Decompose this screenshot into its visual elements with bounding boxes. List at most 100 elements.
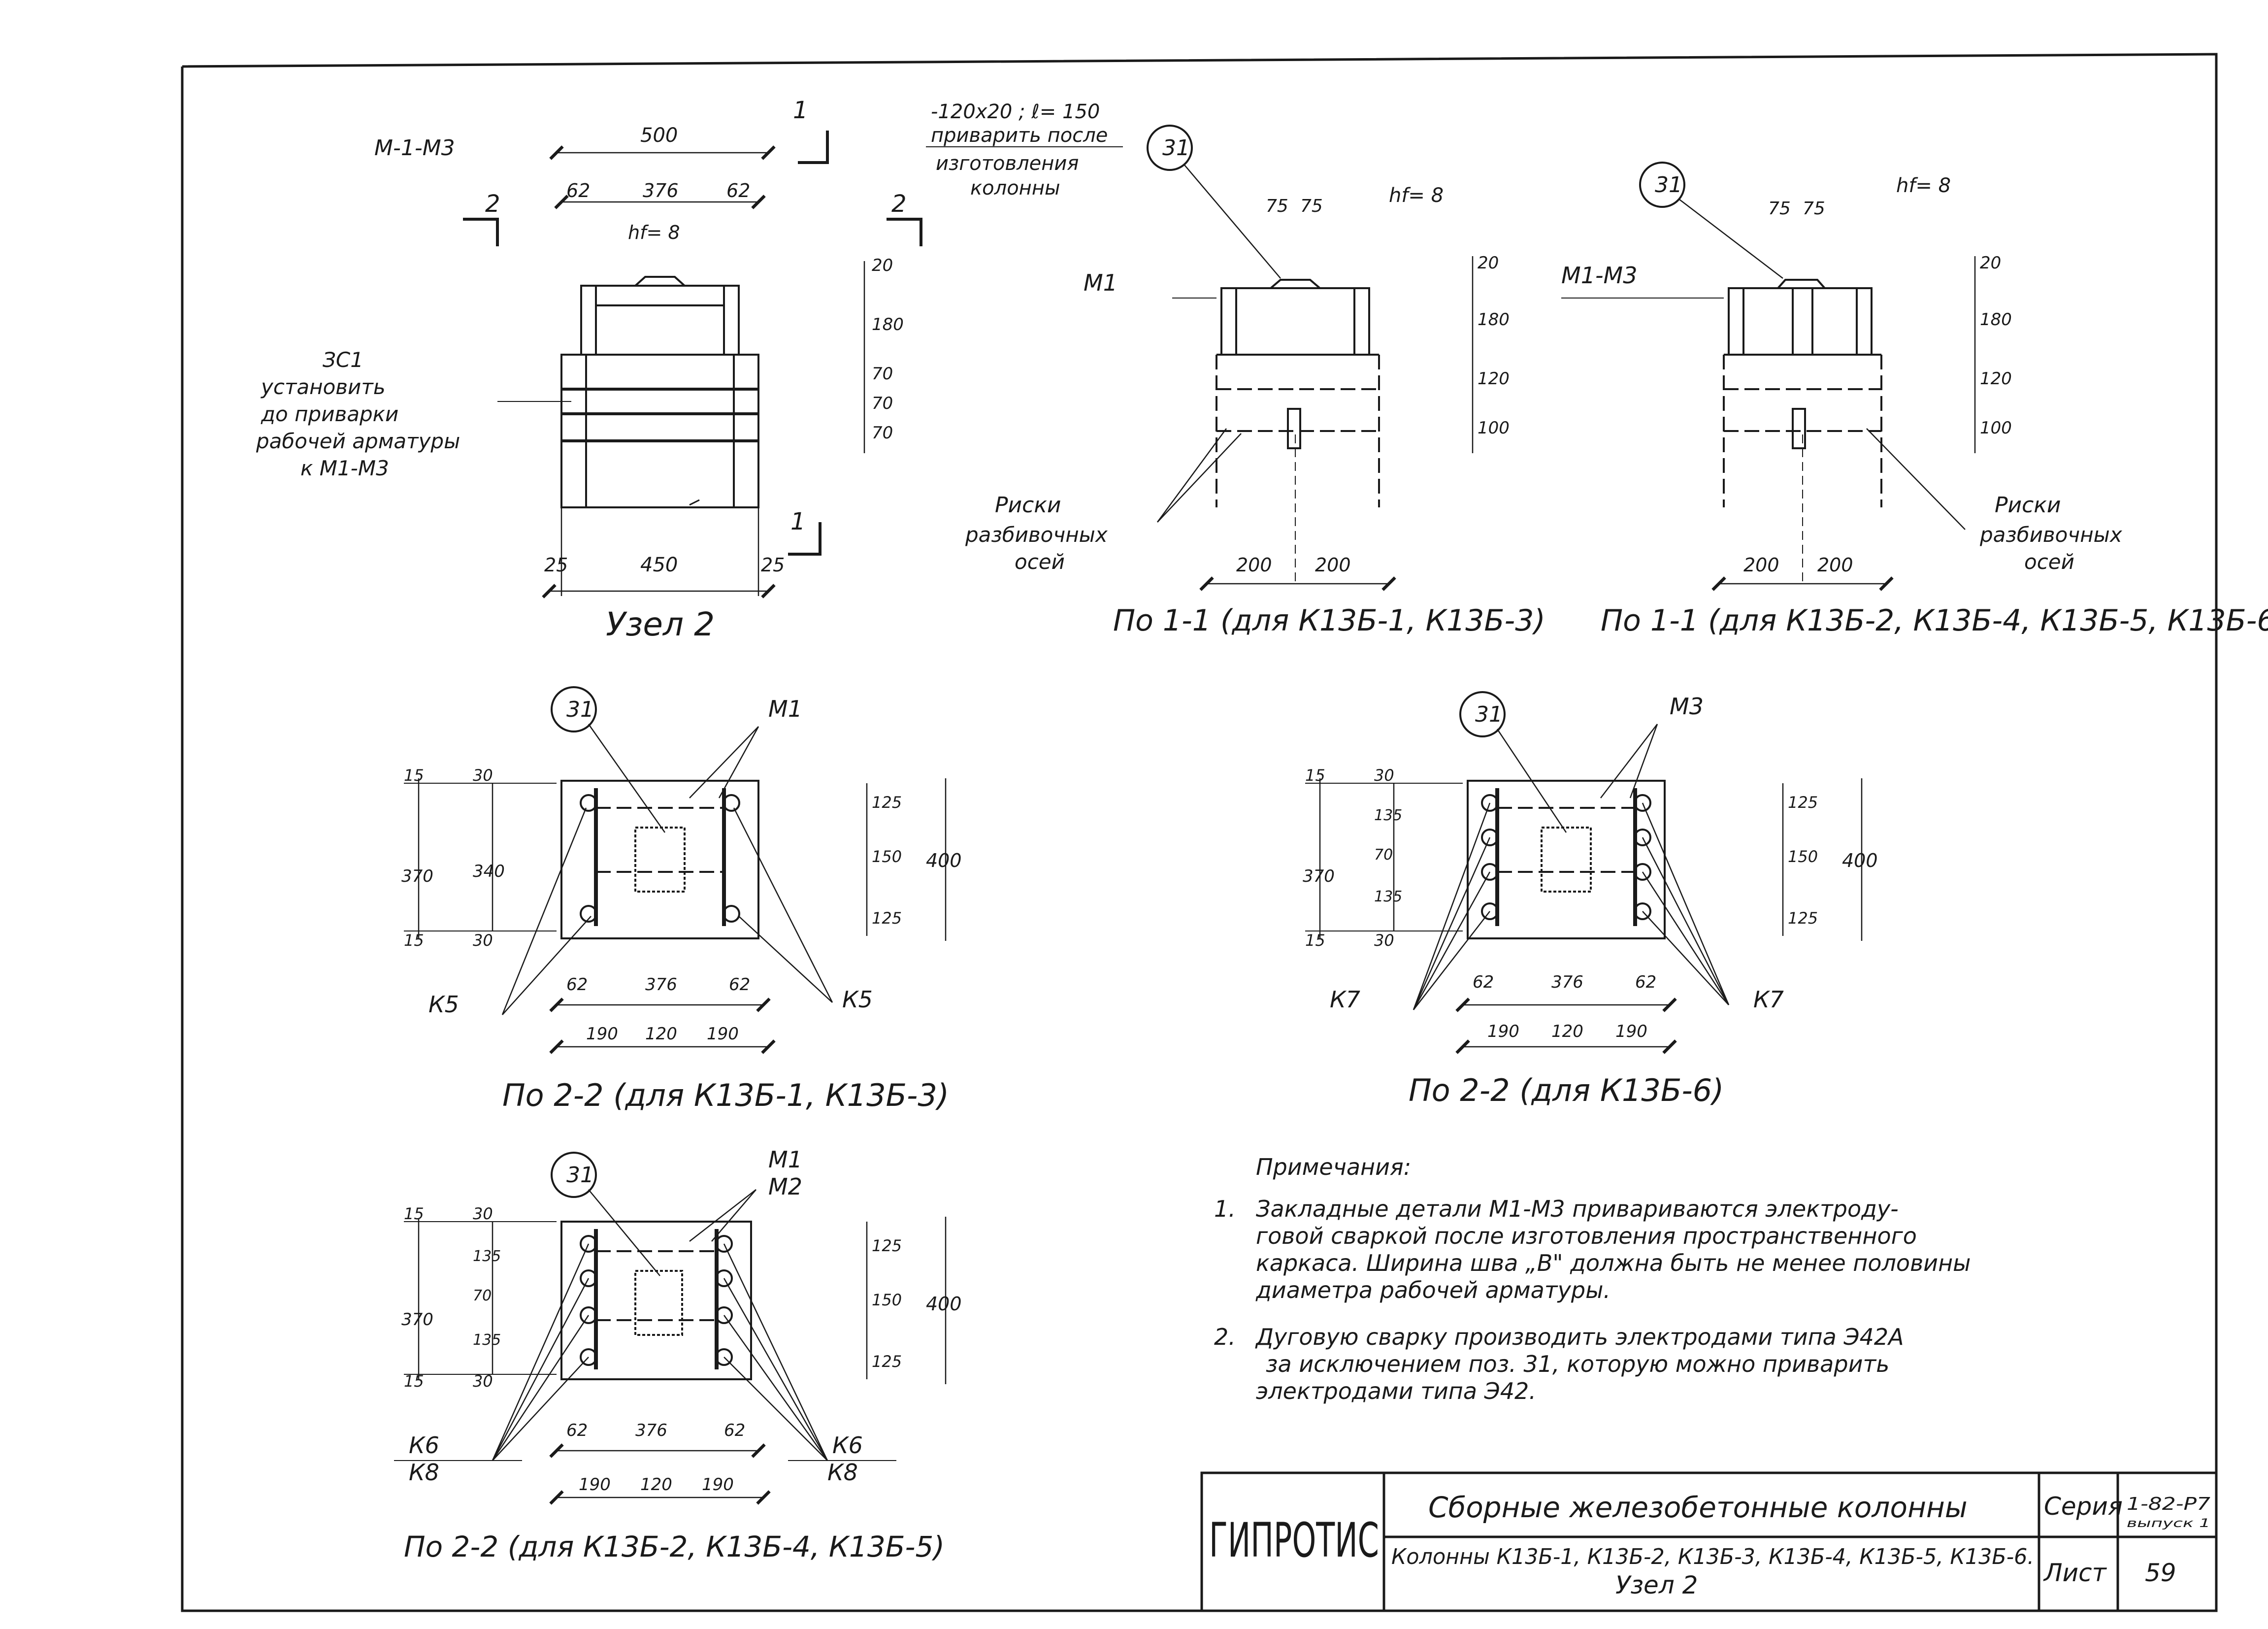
notes-heading: Примечания: bbox=[1256, 1154, 1411, 1180]
node2-note3: до приварки bbox=[261, 402, 398, 426]
node2-d25a: 25 bbox=[544, 554, 568, 576]
view22c-d30a: 30 bbox=[473, 1204, 493, 1223]
view22c-d190a: 190 bbox=[579, 1475, 611, 1495]
view22c-drawing bbox=[394, 1152, 947, 1505]
view22c-k-right1: К6 bbox=[832, 1432, 863, 1459]
view22a-d30a: 30 bbox=[473, 766, 493, 785]
view22b-d15a: 15 bbox=[1305, 766, 1325, 785]
node2-elevation bbox=[560, 276, 759, 508]
view11b-d100: 100 bbox=[1980, 418, 2012, 438]
view22c-d376: 376 bbox=[635, 1421, 667, 1440]
view11b-title: По 1-1 (для К13Б-2, К13Б-4, К13Б-5, К13Б… bbox=[1601, 603, 2268, 638]
view11a-tag: 31 bbox=[1162, 135, 1190, 161]
view22c-d150: 150 bbox=[872, 1291, 902, 1309]
node2-dim-62b: 62 bbox=[726, 180, 750, 201]
stamp-title: Сборные железобетонные колонны bbox=[1428, 1491, 1968, 1524]
view22c-d120: 120 bbox=[640, 1475, 672, 1495]
view22c-mark2: М2 bbox=[768, 1173, 802, 1200]
view11b-d200b: 200 bbox=[1817, 554, 1853, 576]
view22c-k-left1: К6 bbox=[409, 1432, 439, 1459]
stamp-series-value2: выпуск 1 bbox=[2127, 1516, 2210, 1530]
view22b-d190b: 190 bbox=[1615, 1022, 1647, 1041]
notes-block: Примечания: 1. Закладные детали М1-М3 пр… bbox=[1214, 1154, 1971, 1404]
view11b-drawing bbox=[1561, 162, 1976, 591]
node2-dim-lines bbox=[463, 131, 922, 598]
view11b-tag: 31 bbox=[1655, 172, 1682, 198]
view22a-d125a: 125 bbox=[872, 793, 902, 812]
view22a-d120: 120 bbox=[645, 1024, 677, 1044]
notes-n2-l1: Дуговую сварку производить электродами т… bbox=[1255, 1324, 1904, 1350]
node2-sec1b: 1 bbox=[790, 508, 806, 535]
notes-n1-l3: каркаса. Ширина шва „В" должна быть не м… bbox=[1256, 1250, 1971, 1276]
node2-note2: установить bbox=[260, 375, 386, 399]
view22c-d190b: 190 bbox=[702, 1475, 734, 1495]
view11a-d75b: 75 bbox=[1300, 196, 1323, 216]
view11b-risk2: разбивочных bbox=[1979, 523, 2123, 547]
view22b-d62a: 62 bbox=[1473, 972, 1494, 992]
node2-note4: рабочей арматуры bbox=[256, 429, 460, 453]
notes-n2-num: 2. bbox=[1214, 1324, 1236, 1350]
node2-d70c: 70 bbox=[872, 423, 893, 443]
view22a-title: По 2-2 (для К13Б-1, К13Б-3) bbox=[502, 1077, 949, 1113]
view22a-d150: 150 bbox=[872, 847, 902, 866]
view11b-hf: hf= 8 bbox=[1896, 174, 1951, 197]
view22a-k-left: К5 bbox=[428, 991, 459, 1018]
view22a-d15b: 15 bbox=[404, 931, 424, 950]
plate-note-l1: -120х20 ; ℓ= 150 bbox=[931, 100, 1100, 123]
view22c-d400: 400 bbox=[926, 1293, 962, 1315]
node2-mark: М-1-М3 bbox=[374, 135, 455, 161]
view11a-title: По 1-1 (для К13Б-1, К13Б-3) bbox=[1113, 603, 1545, 638]
view11a-d180: 180 bbox=[1478, 310, 1510, 330]
view22b-d125b: 125 bbox=[1788, 909, 1818, 928]
view22b-mark: М3 bbox=[1670, 693, 1704, 720]
view22c-k-left2: К8 bbox=[409, 1459, 439, 1486]
notes-n1-l2: говой сваркой после изготовления простра… bbox=[1256, 1223, 1917, 1249]
view11a-drawing bbox=[1147, 125, 1474, 591]
node2-d20: 20 bbox=[872, 256, 893, 275]
plate-note-l2: приварить после bbox=[931, 124, 1108, 147]
view22a-texts: 31 М1 15 30 370 340 15 30 125 150 125 40… bbox=[401, 696, 962, 1113]
view22b-k-left: К7 bbox=[1330, 986, 1360, 1013]
view22b-d370: 370 bbox=[1303, 866, 1335, 886]
stamp-series-value1: 1-82-Р7 bbox=[2127, 1494, 2210, 1514]
view22b-drawing bbox=[1305, 691, 1863, 1054]
view11b-d20: 20 bbox=[1980, 253, 2001, 273]
view11b-d75a: 75 bbox=[1768, 199, 1791, 219]
view22c-d125a: 125 bbox=[872, 1236, 902, 1255]
view22c-d135a: 135 bbox=[473, 1248, 501, 1265]
view11a-d100: 100 bbox=[1478, 418, 1510, 438]
node2-note1: ЗС1 bbox=[323, 348, 363, 372]
view22c-d30b: 30 bbox=[473, 1372, 493, 1391]
view22c-d70: 70 bbox=[473, 1287, 492, 1304]
node2-title: Узел 2 bbox=[606, 605, 715, 643]
view22c-tag: 31 bbox=[566, 1163, 594, 1188]
view22a-d62a: 62 bbox=[566, 975, 588, 995]
view22a-d376: 376 bbox=[645, 975, 677, 995]
view22c-d125b: 125 bbox=[872, 1352, 902, 1371]
view22b-title: По 2-2 (для К13Б-6) bbox=[1409, 1072, 1724, 1108]
node2-hf: hf= 8 bbox=[628, 222, 680, 243]
view22a-drawing bbox=[404, 686, 947, 1054]
view22c-mark1: М1 bbox=[768, 1146, 802, 1173]
node2-sec2: 2 bbox=[485, 190, 500, 218]
notes-n2-l2: за исключением поз. 31, которую можно пр… bbox=[1266, 1351, 1889, 1377]
view11a-mark: М1 bbox=[1084, 269, 1118, 296]
stamp-sheet-label: Лист bbox=[2043, 1559, 2107, 1587]
stamp-subtitle2: Узел 2 bbox=[1615, 1571, 1698, 1599]
view22c-title: По 2-2 (для К13Б-2, К13Б-4, К13Б-5) bbox=[404, 1530, 945, 1563]
view11b-d75b: 75 bbox=[1803, 199, 1825, 219]
view22c-d370: 370 bbox=[401, 1310, 433, 1330]
view22a-tag: 31 bbox=[566, 697, 594, 722]
plate-note: -120х20 ; ℓ= 150 приварить после изготов… bbox=[926, 100, 1123, 199]
view22a-d370: 370 bbox=[401, 866, 433, 886]
notes-n2-l3: электродами типа Э42. bbox=[1256, 1378, 1536, 1404]
node2-sec2b: 2 bbox=[891, 190, 907, 218]
view22b-k-right: К7 bbox=[1753, 986, 1784, 1013]
view11b-risk1: Риски bbox=[1995, 493, 2061, 518]
plate-note-l4: колонны bbox=[970, 177, 1060, 199]
view22c-texts: 31 М1 М2 15 30 370 135 70 135 15 30 125 … bbox=[401, 1146, 962, 1563]
view11a-risk2: разбивочных bbox=[965, 523, 1108, 547]
node2-note5: к М1-М3 bbox=[300, 456, 389, 480]
view22a-d340: 340 bbox=[473, 862, 505, 881]
